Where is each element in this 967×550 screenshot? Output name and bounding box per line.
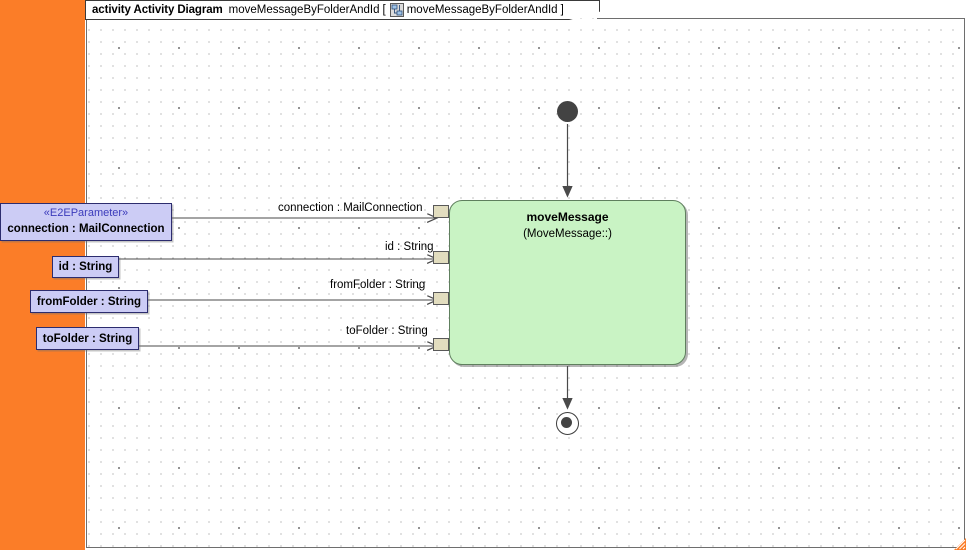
action-node-moveMessage[interactable]: moveMessage (MoveMessage::) [449, 200, 686, 365]
pin-fromFolder[interactable] [433, 292, 449, 305]
resize-handle-icon[interactable] [954, 537, 966, 550]
edge-label-toFolder: toFolder : String [346, 325, 428, 337]
parameter-label-connection: connection : MailConnection [7, 223, 165, 235]
pin-id[interactable] [433, 251, 449, 264]
edge-label-id: id : String [385, 241, 434, 253]
pin-connection[interactable] [433, 205, 449, 218]
frame-bracket-close: ] [560, 4, 564, 16]
frame-keyword-label: activity Activity Diagram [92, 4, 223, 16]
frame-name-label: moveMessageByFolderAndId [228, 4, 380, 16]
activity-final-node-inner [561, 417, 572, 428]
diagram-frame-header[interactable]: activity Activity Diagram moveMessageByF… [85, 0, 600, 20]
pin-toFolder[interactable] [433, 338, 449, 351]
action-node-subtitle: (MoveMessage::) [523, 228, 612, 240]
parameter-box-fromFolder[interactable]: fromFolder : String [30, 290, 148, 313]
edge-label-connection: connection : MailConnection [278, 202, 423, 214]
frame-bracket-open: [ [382, 4, 386, 16]
parameter-box-connection[interactable]: «E2EParameter» connection : MailConnecti… [0, 203, 172, 241]
parameter-box-id[interactable]: id : String [52, 256, 119, 278]
edge-label-fromFolder: fromFolder : String [330, 279, 426, 291]
parameter-label-toFolder: toFolder : String [42, 332, 133, 345]
parameter-label-id: id : String [58, 261, 113, 273]
frame-qualified-name-label: moveMessageByFolderAndId [406, 4, 558, 16]
parameter-box-toFolder[interactable]: toFolder : String [36, 327, 139, 350]
frame-top-border [597, 18, 965, 19]
initial-node[interactable] [557, 101, 578, 122]
activity-diagram-icon [389, 3, 404, 17]
activity-final-node[interactable] [556, 412, 579, 435]
action-node-title: moveMessage [526, 210, 609, 224]
parameter-stereotype-connection: «E2EParameter» [43, 207, 129, 219]
parameter-label-fromFolder: fromFolder : String [36, 295, 142, 308]
